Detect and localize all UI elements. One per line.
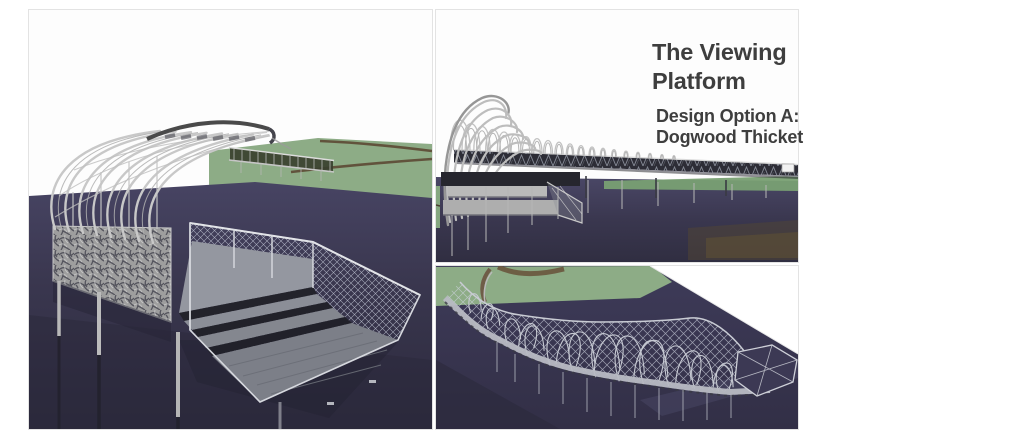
tip-platform xyxy=(734,344,798,397)
lattice-tube xyxy=(445,281,746,392)
canopy-dark-openings xyxy=(164,133,256,142)
title-line-1: The Viewing xyxy=(652,39,787,65)
page-subtitle: Design Option A: Dogwood Thicket xyxy=(656,106,803,147)
elevation-render-drawing xyxy=(436,94,798,262)
render-elevation-view xyxy=(435,9,799,263)
perspective-render-drawing xyxy=(29,120,432,429)
canopy-crest-beam xyxy=(146,120,292,150)
platform-steps xyxy=(441,172,583,224)
render-aerial-view xyxy=(435,265,799,430)
viewing-steps xyxy=(179,223,420,402)
support-piles xyxy=(57,281,376,429)
canopy-lattice-wall xyxy=(52,225,172,323)
canopy-inner-ribs xyxy=(57,130,262,243)
approach-walkway xyxy=(228,146,335,181)
aerial-piles xyxy=(496,342,732,421)
subtitle-line-1: Design Option A: xyxy=(656,106,800,126)
end-platform-block xyxy=(781,163,795,173)
canopy-props xyxy=(72,156,158,229)
deck-edge xyxy=(442,295,771,398)
deck-band xyxy=(453,148,798,179)
grass-band-far xyxy=(604,176,798,191)
aerial-render-drawing xyxy=(436,266,798,429)
trail-ground-brown xyxy=(688,220,798,260)
trail-road xyxy=(480,266,565,303)
aerial-grass-field xyxy=(436,266,672,306)
title-line-2: Platform xyxy=(652,68,746,94)
page-title: The Viewing Platform xyxy=(652,38,787,96)
grass-edge-left xyxy=(436,186,441,228)
trail-lines xyxy=(290,139,432,174)
subtitle-line-2: Dogwood Thicket xyxy=(656,126,803,147)
mesh-railing xyxy=(189,222,422,403)
render-perspective-view xyxy=(28,9,433,430)
elevation-piles xyxy=(451,176,767,256)
white-sky-wedge xyxy=(649,266,798,355)
